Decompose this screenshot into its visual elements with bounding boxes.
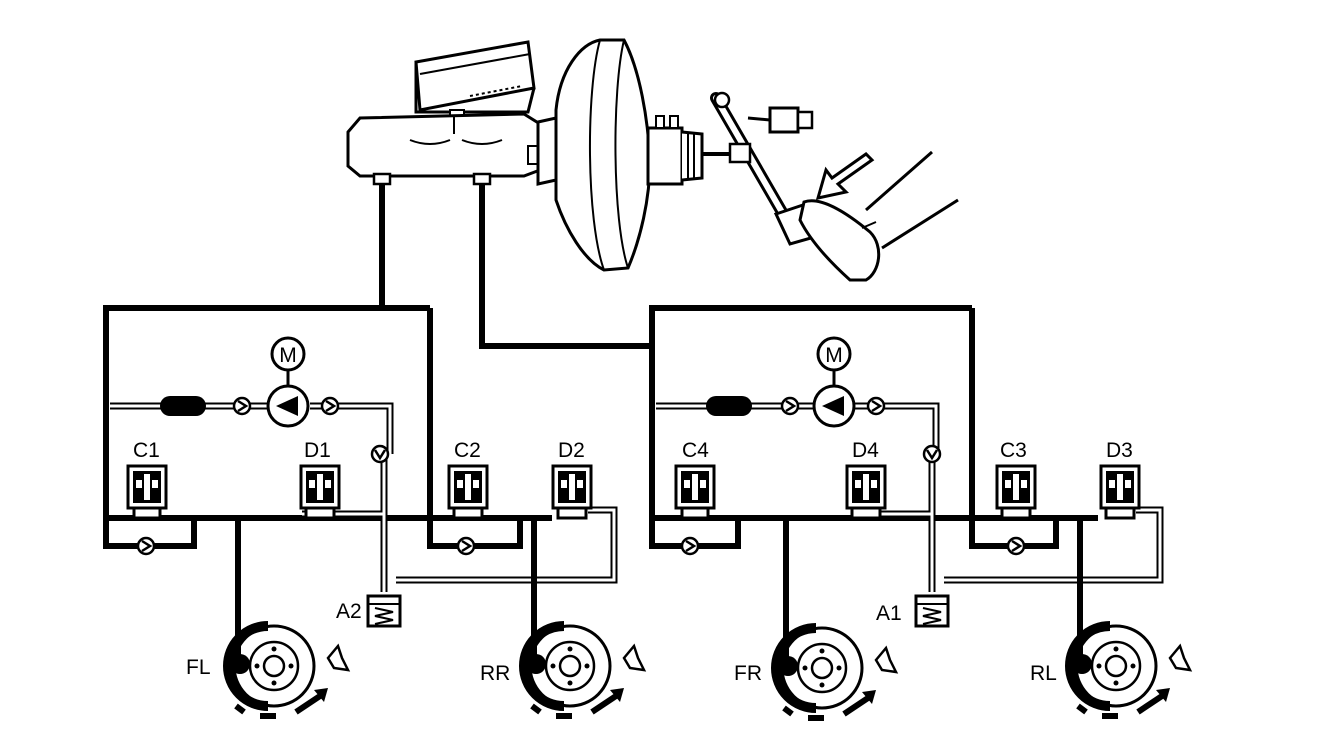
master-cylinder: [346, 112, 543, 186]
valve-d4-label: D4: [852, 439, 879, 462]
pedal-force-arrow: [815, 152, 875, 200]
motor-left-label: M: [279, 344, 297, 367]
check-valve-icon: [1006, 536, 1026, 556]
check-valve-icon: [136, 536, 156, 556]
valve-c4: [674, 464, 716, 510]
motor-right: M: [816, 336, 852, 372]
check-valve-icon: [922, 444, 942, 464]
accumulator-a1: [914, 594, 950, 628]
brake-actuation-assembly: [346, 38, 959, 282]
driver-foot: [798, 150, 959, 282]
check-valve-icon: [370, 444, 390, 464]
check-valve-icon: [232, 396, 252, 416]
hydraulic-circuit-left: M C1 D1 C2 D2 A2: [103, 305, 618, 662]
brake-disc-icon: [524, 626, 644, 716]
valve-d2: [551, 464, 593, 510]
wheel-rl-label: RL: [1030, 662, 1057, 685]
damper-right: [706, 396, 752, 416]
check-valve-icon: [456, 536, 476, 556]
wheel-rl: RL: [1030, 626, 1190, 716]
accumulator-a1-label: A1: [876, 602, 902, 625]
valve-c1-label: C1: [133, 439, 160, 462]
brake-disc-icon: [228, 626, 348, 716]
hydraulic-circuit-right: M C4 D4 C3 D3 A1: [649, 305, 1164, 662]
valve-d1-label: D1: [304, 439, 331, 462]
valve-c4-label: C4: [682, 439, 709, 462]
pump-right: [812, 384, 856, 428]
motor-left: M: [270, 336, 306, 372]
valve-c1: [126, 464, 168, 510]
wheel-fl: FL: [186, 626, 348, 716]
valve-d1: [299, 464, 341, 510]
accumulator-a2: [366, 594, 402, 628]
check-valve-icon: [320, 396, 340, 416]
valve-c3-label: C3: [1000, 439, 1027, 462]
check-valve-icon: [780, 396, 800, 416]
valve-d3: [1099, 464, 1141, 510]
valve-d3-label: D3: [1106, 439, 1133, 462]
wheel-fr: FR: [734, 628, 896, 718]
check-valve-icon: [866, 396, 886, 416]
wheel-fl-label: FL: [186, 656, 211, 679]
valve-d4: [845, 464, 887, 510]
valve-d2-label: D2: [558, 439, 585, 462]
wheel-fr-label: FR: [734, 662, 762, 685]
valve-c2-label: C2: [454, 439, 481, 462]
valve-c2: [447, 464, 489, 510]
accumulator-a2-label: A2: [336, 600, 362, 623]
master-brake-lines: [379, 184, 652, 349]
brake-disc-icon: [776, 628, 896, 718]
check-valve-icon: [680, 536, 700, 556]
pump-left: [266, 384, 310, 428]
damper-left: [160, 396, 206, 416]
wheel-rr-label: RR: [480, 662, 510, 685]
brake-disc-icon: [1070, 626, 1190, 716]
brake-booster: [536, 38, 734, 272]
fluid-reservoir: [414, 40, 536, 121]
wheel-rr: RR: [480, 626, 644, 716]
valve-c3: [995, 464, 1037, 510]
motor-right-label: M: [825, 344, 843, 367]
